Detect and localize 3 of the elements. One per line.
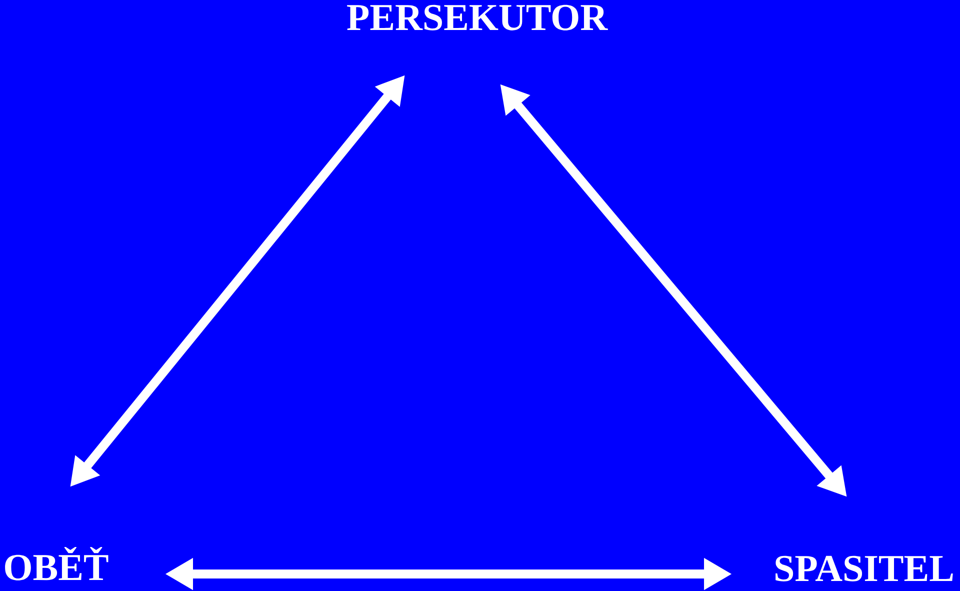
node-label: PERSEKUTOR [347, 4, 608, 30]
node-label: OBĚŤ [5, 547, 108, 580]
node-label: SPASITEL [776, 556, 953, 582]
